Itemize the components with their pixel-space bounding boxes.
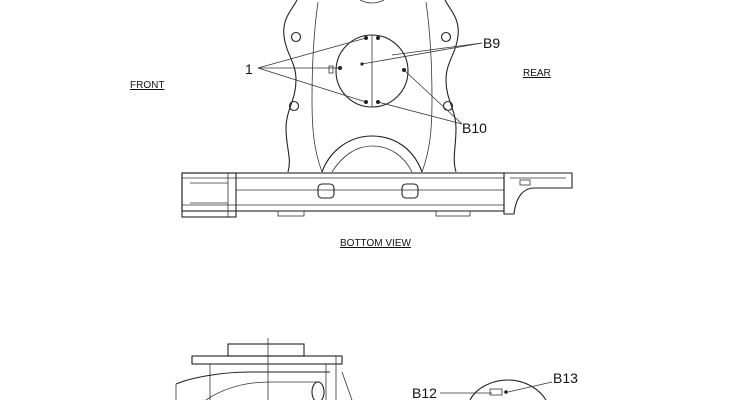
- leader-b10: [403, 69, 463, 125]
- detail-bolt: [504, 390, 508, 394]
- rear-bracket-tab: [519, 179, 531, 186]
- grease-fitting: [328, 65, 334, 74]
- leader-b10: [377, 101, 463, 125]
- leader-b13: [507, 381, 553, 393]
- beam-cutout: [401, 183, 419, 199]
- callout-b10: B10: [462, 120, 487, 136]
- bottom-plate: [277, 210, 305, 217]
- callout-b9: B9: [483, 35, 500, 51]
- rear-bracket: [503, 172, 573, 215]
- side-opening: [311, 381, 325, 400]
- callout-b12: B12: [412, 385, 437, 400]
- label-front: FRONT: [130, 80, 164, 91]
- mount-hole: [440, 31, 452, 43]
- bottom-plate: [435, 210, 471, 217]
- beam-cutout: [317, 183, 335, 199]
- upper-frame-right-contour: [444, 0, 459, 173]
- leader-1: [257, 67, 367, 103]
- side-view-group: B12 B13: [175, 338, 578, 400]
- leader-b9: [391, 42, 483, 56]
- detail-circle: [469, 379, 547, 400]
- upper-frame-right-inner: [421, 1, 433, 173]
- center-arch: [321, 135, 423, 173]
- mount-hole: [288, 100, 300, 112]
- side-body-curve: [205, 381, 320, 400]
- callout-b13: B13: [553, 370, 578, 386]
- label-bottom-view: BOTTOM VIEW: [340, 238, 411, 249]
- leader-b9: [361, 42, 483, 65]
- mount-hole: [290, 31, 302, 43]
- side-right-beam: [341, 371, 353, 400]
- callout-1: 1: [245, 61, 253, 77]
- upper-frame-left-inner: [311, 1, 323, 173]
- center-arch-inner: [331, 145, 413, 173]
- side-deck: [191, 355, 343, 365]
- bottom-view-group: FRONT REAR 1 B9 B10 BOTTOM VIEW: [130, 0, 573, 249]
- swing-arc-top: [359, 0, 385, 4]
- label-rear: REAR: [523, 68, 551, 79]
- side-body-curve: [175, 371, 330, 385]
- front-yoke: [181, 172, 237, 218]
- side-turret: [227, 343, 305, 357]
- detail-fitting: [489, 388, 503, 396]
- upper-frame-left-contour: [283, 0, 298, 173]
- cover-bolt: [376, 36, 380, 40]
- leader-1: [257, 37, 367, 69]
